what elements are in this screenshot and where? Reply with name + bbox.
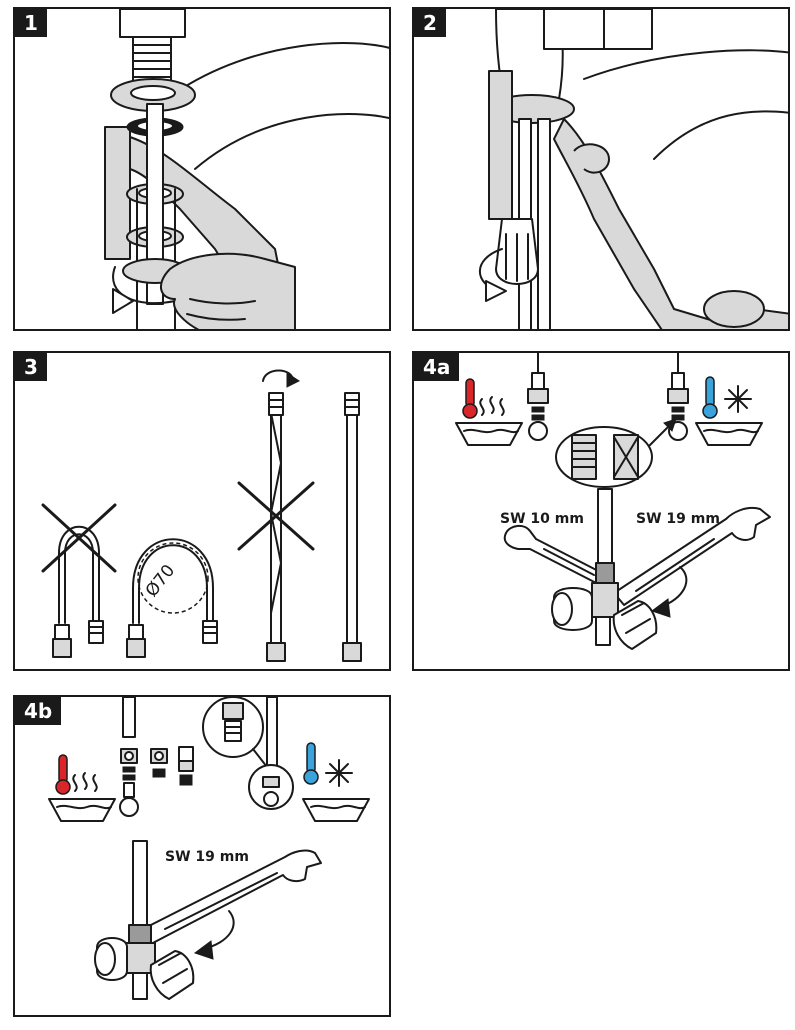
panel-step-4b: 4b [13,695,391,1017]
bend-radius-circle [137,542,209,614]
hose-twisted [262,369,300,662]
illustration-step-2 [478,9,788,329]
hot-connection-fitting [527,353,549,441]
panel-step-1: 1 [13,7,391,331]
hose-correct-bend [126,538,218,658]
sink-basin [653,110,788,160]
snowflake-icon [724,385,752,413]
sink-basin [194,113,389,170]
sink-outline [583,49,788,80]
faucet-body [119,9,186,38]
step-badge-2: 2 [414,9,446,37]
step-badge-4b: 4b [15,697,62,725]
spring-hook [573,143,610,174]
rod-threads [132,44,172,78]
hose-too-tight [52,525,104,658]
snowflake-icon [325,759,353,787]
hose-straight [342,392,362,662]
not-allowed-cross-icon [237,481,315,551]
nut-sw10 [595,562,615,584]
cold-water-icon [695,376,763,446]
countertop-section [488,70,513,220]
supply-pipe-right [266,697,278,768]
wrench-size-label-small: SW 10 mm [500,511,584,527]
wrench-size-label-large: SW 19 mm [636,511,720,527]
angle-valve-body [591,582,619,618]
connection-parts [119,697,194,817]
illustration-step-3 [41,369,362,662]
sink-outline [174,42,389,94]
not-allowed-cross-icon [613,436,639,478]
illustration-step-4a [455,353,771,650]
hot-water-icon [455,378,523,446]
step-badge-4a: 4a [414,353,460,381]
wrench-size-label: SW 19 mm [165,849,249,865]
countertop-section [104,126,131,260]
supply-pipe [132,840,148,926]
panel-step-4a: 4a [412,351,790,671]
illustration-step-4b [48,697,370,1000]
not-allowed-cross-icon [41,503,117,573]
hot-water-icon [48,754,116,822]
step-badge-1: 1 [15,9,47,37]
hand [160,252,296,329]
panel-step-3: 3 [13,351,391,671]
cold-water-icon [302,742,370,822]
illustration-step-1 [104,9,389,329]
thread-with-seal [571,434,597,480]
supply-pipe [597,488,613,564]
panel-step-2: 2 [412,7,790,331]
step-badge-3: 3 [15,353,47,381]
nut-sw19 [128,924,152,944]
